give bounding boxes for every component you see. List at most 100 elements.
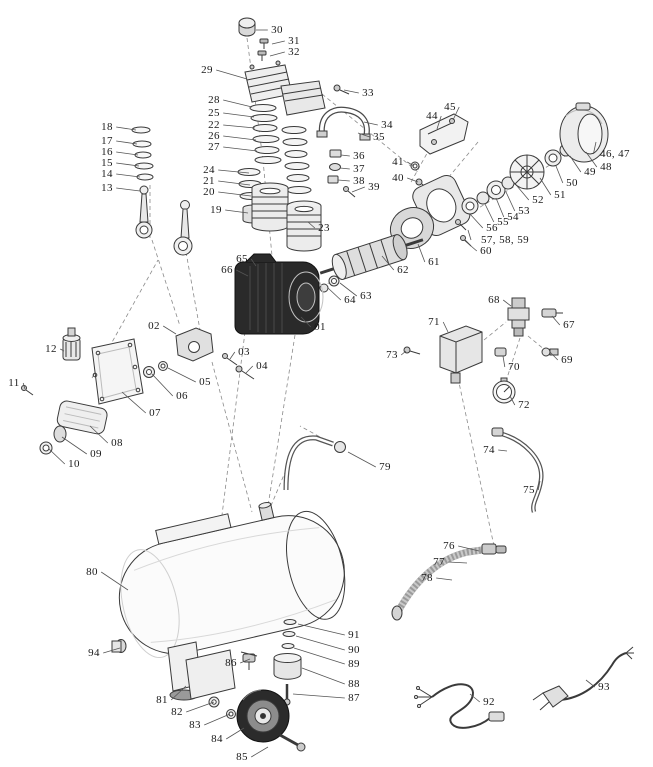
leader-line-48 [585, 151, 598, 168]
cylinders [251, 182, 322, 252]
crankcase [234, 253, 324, 335]
cylinder-head [244, 60, 326, 116]
side-cover-plate [91, 338, 144, 405]
rotor [319, 234, 424, 280]
leader-line-26 [223, 135, 257, 141]
leader-line-02 [162, 325, 177, 335]
leader-line-54 [495, 197, 505, 218]
leader-line-23 [307, 221, 316, 229]
piston-ring-stack [131, 126, 154, 181]
leader-line-52 [516, 185, 530, 201]
leader-line-36 [340, 154, 350, 157]
leader-line-35 [357, 132, 370, 138]
leader-line-33 [343, 89, 359, 94]
head-screws [257, 38, 269, 61]
power-cord [414, 683, 505, 729]
valve-plate-stack-left [249, 104, 282, 164]
leader-line-18 [116, 126, 137, 131]
leader-line-27 [223, 146, 258, 152]
leader-line-34 [363, 121, 378, 126]
leader-line-65 [250, 258, 257, 267]
leader-line-45 [452, 106, 460, 121]
fittings-67-69-70 [494, 308, 563, 357]
power-plug [532, 646, 634, 711]
leader-line-70 [502, 355, 506, 368]
leader-line-67 [551, 315, 561, 326]
leader-line-83 [204, 713, 231, 726]
shaft-block [175, 327, 214, 362]
leader-line-17 [116, 140, 138, 145]
leader-line-08 [89, 425, 109, 444]
leader-line-76 [458, 545, 480, 552]
leader-line-68 [502, 299, 512, 307]
leader-line-14 [116, 173, 141, 178]
leader-line-94 [103, 647, 121, 654]
bolt-11 [21, 385, 34, 396]
leader-line-89 [293, 647, 345, 665]
leader-line-16 [116, 151, 139, 156]
leader-line-71 [442, 321, 449, 333]
leader-line-44 [436, 115, 442, 130]
leader-line-13 [116, 187, 141, 192]
leader-line-09 [61, 436, 88, 455]
cap-part [238, 17, 256, 37]
leader-line-28 [223, 99, 253, 108]
leader-line-69 [549, 351, 559, 361]
leader-line-63 [339, 282, 358, 297]
leader-line-01 [300, 316, 312, 328]
leader-line-50 [555, 165, 564, 184]
leader-line-87 [292, 693, 345, 699]
leader-line-72 [509, 395, 516, 406]
leader-line-57-58-59 [467, 229, 472, 241]
washers-05-06 [143, 361, 168, 378]
leader-line-20 [218, 191, 252, 197]
leader-line-05 [167, 367, 196, 383]
leader-line-74 [498, 449, 508, 452]
leader-line-22 [223, 124, 256, 129]
drain-valve-parts [240, 619, 302, 706]
air-filter [62, 327, 81, 361]
leader-line-80 [100, 571, 129, 591]
tube-fittings [327, 149, 356, 198]
connecting-rods [135, 185, 193, 256]
leader-line-15 [116, 162, 140, 167]
leader-line-60 [463, 239, 478, 252]
leader-line-19 [225, 209, 249, 214]
handle-tube [316, 106, 371, 141]
leader-line-77 [448, 561, 468, 564]
leader-line-78 [436, 577, 453, 581]
leader-line-62 [381, 255, 395, 271]
steel-tube [491, 427, 544, 513]
leader-line-51 [539, 177, 552, 196]
leader-line-07 [121, 391, 147, 414]
leader-line-55 [484, 203, 495, 223]
leader-line-81 [170, 685, 187, 701]
leader-line-03 [229, 351, 236, 360]
leader-line-12 [60, 348, 65, 352]
leader-line-38 [337, 179, 350, 182]
leader-line-88 [301, 667, 345, 685]
leader-line-93 [585, 679, 596, 688]
leader-line-06 [151, 373, 174, 397]
leader-line-84 [225, 727, 245, 740]
leader-line-82 [186, 701, 215, 713]
leader-line-10 [48, 448, 66, 465]
leader-line-37 [339, 167, 350, 170]
leader-line-90 [295, 635, 345, 651]
leader-line-91 [297, 623, 345, 636]
leader-line-66 [236, 269, 249, 277]
wheel [236, 689, 306, 752]
leader-line-75 [537, 480, 541, 491]
leader-line-53 [505, 191, 516, 212]
leader-line-56 [469, 213, 484, 229]
regulator [507, 297, 530, 337]
muffler-assembly [39, 400, 108, 455]
pressure-switch [403, 325, 483, 384]
tank-end-plug [111, 639, 127, 653]
shaft-rings [319, 275, 340, 293]
bolts-03-04 [222, 353, 255, 380]
leader-line-40 [407, 177, 419, 183]
